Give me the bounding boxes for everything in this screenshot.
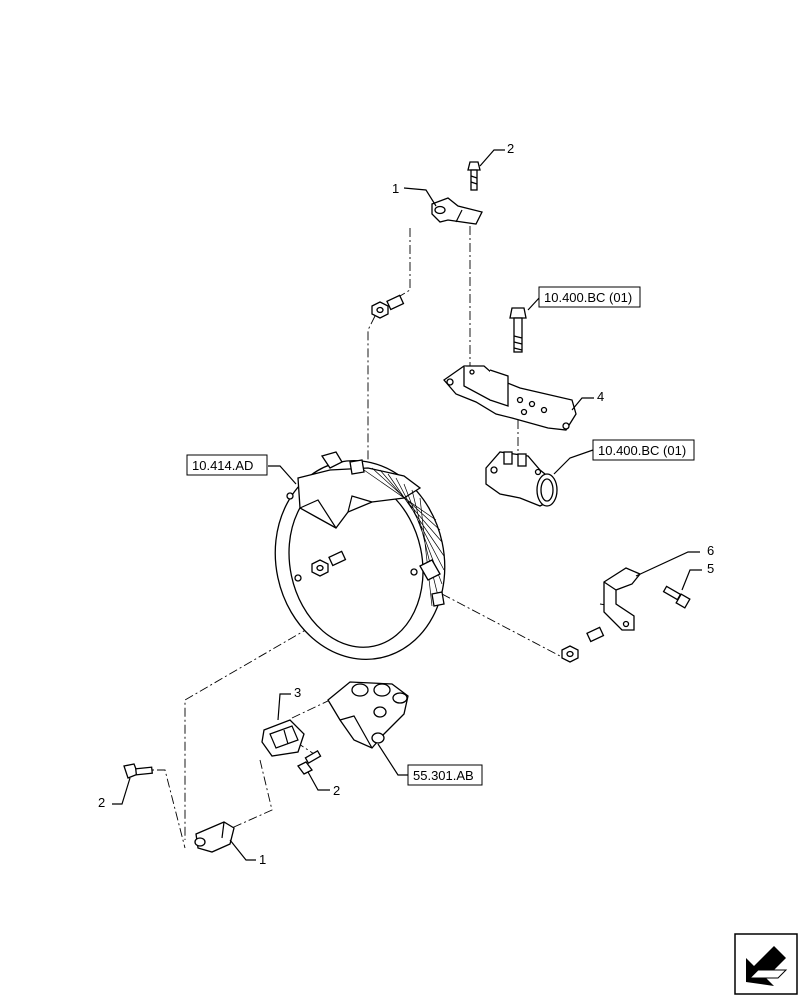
thermostat-housing xyxy=(485,451,558,507)
nut-spacer-right xyxy=(561,626,605,663)
nut-spacer-shroud xyxy=(311,550,347,577)
ref-shroud-label[interactable]: 10.414.AD xyxy=(192,458,253,473)
callout-6: 6 xyxy=(707,543,714,558)
callout-1-top: 1 xyxy=(392,181,399,196)
callout-3: 3 xyxy=(294,685,301,700)
screw-bottom-left xyxy=(123,763,153,779)
callout-5: 5 xyxy=(707,561,714,576)
callout-2-mid: 2 xyxy=(333,783,340,798)
reference-boxes[interactable]: 10.400.BC (01) 10.400.BC (01) 10.414.AD … xyxy=(186,286,695,786)
bracket-top xyxy=(431,197,483,225)
screw-right xyxy=(662,585,691,609)
ref-mid-label[interactable]: 10.400.BC (01) xyxy=(598,443,686,458)
bolt-long xyxy=(509,307,527,353)
ref-bottom-label[interactable]: 55.301.AB xyxy=(413,768,474,783)
mounting-plate xyxy=(443,365,577,431)
next-page-arrow-icon[interactable] xyxy=(734,933,798,995)
callout-2-left: 2 xyxy=(98,795,105,810)
leader-lines xyxy=(112,149,702,861)
screw-top xyxy=(467,161,481,191)
callout-2-top: 2 xyxy=(507,141,514,156)
ref-top-label[interactable]: 10.400.BC (01) xyxy=(544,290,632,305)
callout-1-bottom: 1 xyxy=(259,852,266,867)
clip xyxy=(261,719,305,757)
bracket-bottom xyxy=(194,821,235,853)
nut-spacer-top xyxy=(371,294,405,319)
callout-4: 4 xyxy=(597,389,604,404)
fan-shroud xyxy=(274,451,446,661)
screw-bottom-mid xyxy=(297,750,322,775)
bracket-right xyxy=(603,567,642,631)
callout-labels: 1 2 4 6 5 3 2 2 1 xyxy=(98,141,714,867)
manifold-bracket xyxy=(327,681,409,749)
